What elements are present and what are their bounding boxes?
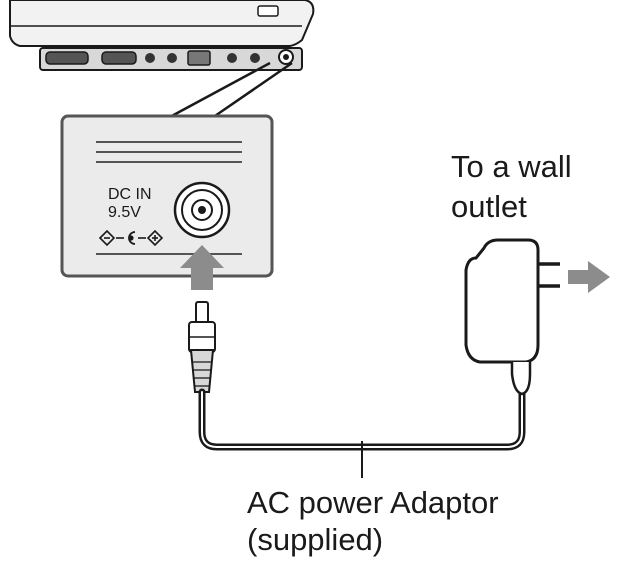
insert-arrow-icon (180, 245, 224, 290)
wall-outlet-label-line1: To a wall (451, 149, 572, 184)
wall-outlet-label-line2: outlet (451, 189, 527, 224)
polarity-icon (98, 229, 164, 247)
power-cable (198, 388, 526, 451)
adaptor-label-line2: (supplied) (247, 522, 384, 557)
adaptor-label-line1: AC power Adaptor (247, 485, 499, 520)
dc-in-panel (60, 114, 274, 278)
dc-in-jack (173, 181, 231, 239)
ac-adaptor (464, 238, 560, 396)
voltage-label: 9.5V (108, 204, 141, 221)
outlet-arrow-icon (568, 261, 610, 293)
dc-plug (188, 301, 216, 393)
dvd-player (9, 0, 315, 71)
callout-leader (167, 61, 293, 120)
dc-in-label: DC IN (108, 186, 152, 203)
